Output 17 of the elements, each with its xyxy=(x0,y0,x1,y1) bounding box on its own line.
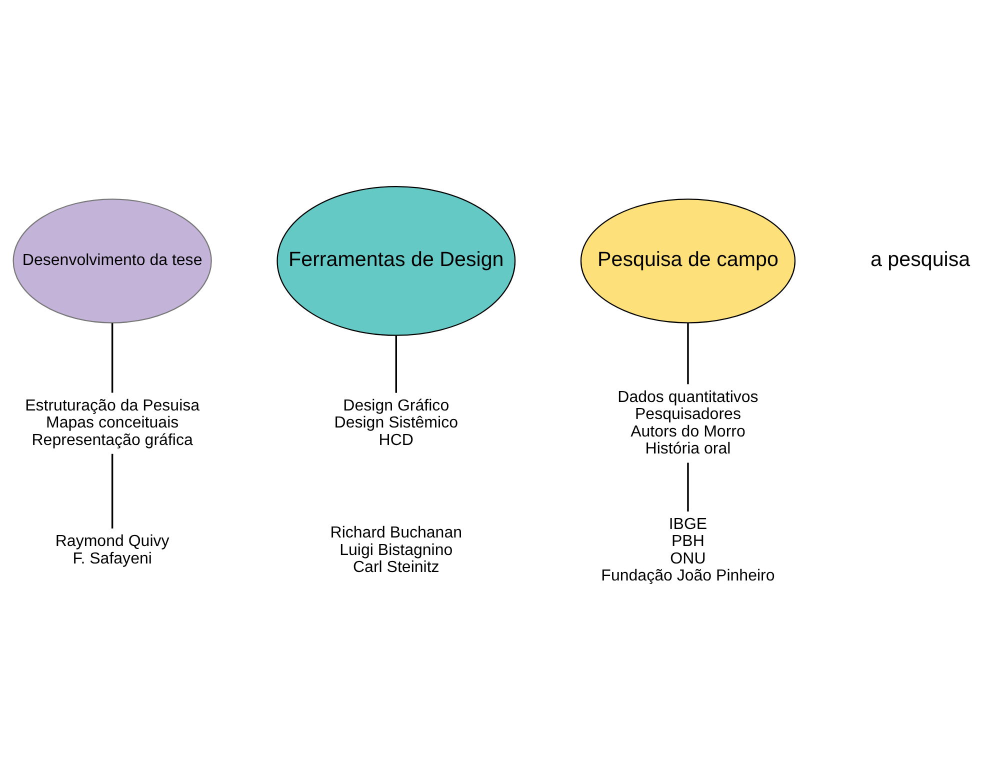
label: Carl Steinitz xyxy=(352,558,440,576)
label: Richard Buchanan xyxy=(330,524,462,542)
node-text: Dados quantitativos Pesquisadores Autors do Morro História oral xyxy=(618,388,758,458)
connector xyxy=(687,323,689,384)
connector xyxy=(687,462,689,512)
label: a pesquisa xyxy=(870,248,970,271)
node-text: Estruturação da Pesuisa Mapas conceituais Representação gráfica xyxy=(25,396,200,449)
connector xyxy=(111,323,114,393)
connector xyxy=(111,454,114,528)
node-ellipse: Desenvolvimento da tese xyxy=(12,198,212,324)
node-ellipse: Ferramentas de Design xyxy=(276,186,516,336)
node-text: Design Gráfico Design Sistêmico HCD xyxy=(334,396,458,449)
connector xyxy=(395,336,397,393)
node-text: IBGE PBH ONU Fundação João Pinheiro xyxy=(601,514,775,584)
label: Luigi Bistagnino xyxy=(340,540,453,559)
node-ellipse: Pesquisa de campo xyxy=(580,198,796,324)
node-text: Raymond Quivy F. Safayeni xyxy=(55,532,170,568)
